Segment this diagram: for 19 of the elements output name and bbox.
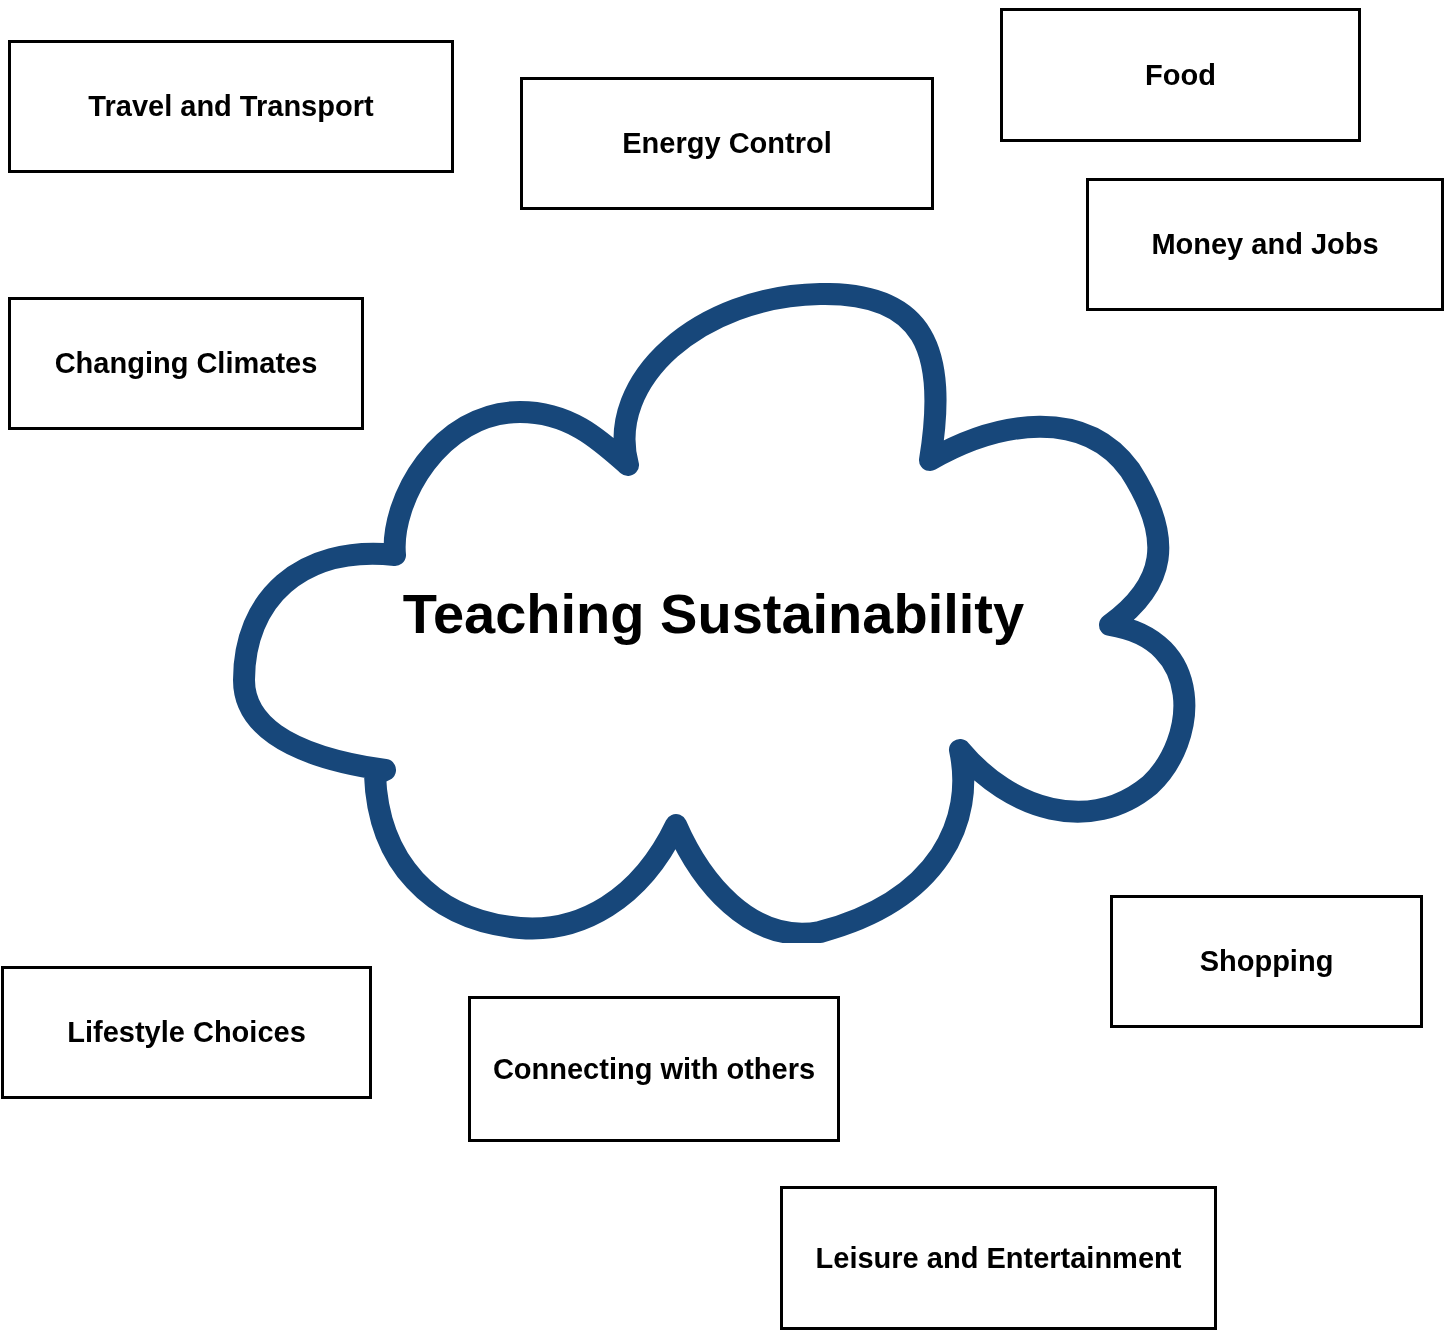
topic-box — [1086, 178, 1444, 311]
topic-box — [8, 40, 454, 173]
topic-box — [1110, 895, 1423, 1028]
topic-box — [468, 996, 840, 1142]
topic-label: Lifestyle Choices — [66, 1015, 307, 1051]
topic-label: Leisure and Entertainment — [814, 1240, 1183, 1276]
topic-label: Changing Climates — [53, 346, 319, 382]
topic-label: Connecting with others — [491, 1051, 817, 1087]
topic-box — [1, 966, 372, 1099]
topic-label: Money and Jobs — [1150, 227, 1380, 263]
topic-box — [520, 77, 934, 210]
topic-box — [1000, 8, 1361, 142]
topic-box — [8, 297, 364, 430]
topic-label: Travel and Transport — [87, 89, 375, 125]
topic-label: Shopping — [1198, 944, 1335, 980]
topic-label: Energy Control — [621, 126, 833, 162]
topic-box — [780, 1186, 1217, 1330]
central-title: Teaching Sustainability — [402, 580, 1025, 646]
topic-label: Food — [1144, 57, 1217, 93]
